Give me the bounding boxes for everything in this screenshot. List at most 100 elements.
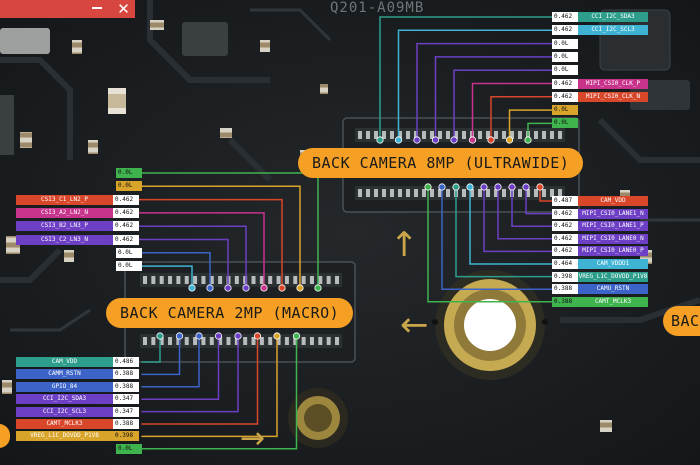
net-name: CCI_I2C_SDA3: [16, 394, 113, 405]
connector-pin: [366, 131, 370, 139]
test-point: [214, 332, 223, 340]
test-point: [524, 136, 532, 144]
connector-pin: [335, 337, 339, 345]
connector-pin: [398, 131, 402, 139]
net-name: CAMT_MCLK3: [16, 419, 113, 429]
net-voltage: 0.462: [113, 234, 139, 245]
connector-pin: [542, 189, 546, 197]
connector-pin: [201, 276, 206, 284]
connector-pin: [518, 131, 522, 139]
net-voltage: 0.0L: [116, 443, 142, 454]
connector-pin: [558, 189, 562, 197]
signal-wire: [141, 265, 193, 289]
net-label[interactable]: 0.0L: [116, 168, 142, 178]
net-label[interactable]: 0.0L: [116, 443, 142, 454]
connector-pin: [558, 131, 562, 139]
signal-wire: [483, 186, 553, 253]
net-label[interactable]: 0.0L: [116, 247, 142, 258]
signal-wire: [141, 252, 211, 289]
connector-pin: [168, 276, 173, 284]
right-arrow-icon: →: [240, 421, 266, 456]
net-name: CAM_VDD: [16, 357, 113, 367]
net-voltage: 0.486: [113, 357, 139, 367]
net-voltage: 0.462: [552, 208, 578, 219]
signal-wire: [138, 238, 229, 289]
net-voltage: 0.0L: [116, 261, 142, 272]
signal-wire: [427, 186, 553, 303]
connector-pin: [318, 337, 323, 345]
connector-pin: [446, 131, 450, 139]
test-point: [278, 284, 286, 292]
test-point: [296, 284, 304, 292]
connector-pin: [218, 276, 223, 284]
signal-wire: [508, 109, 553, 141]
connector-pin: [184, 276, 189, 284]
minimize-icon[interactable]: [92, 7, 102, 9]
net-name: MIPI_CSI0_LANE1_N: [578, 208, 648, 219]
net-name: MIPI_CSI0_CLK_N: [578, 91, 648, 102]
connector-pin: [478, 131, 482, 139]
net-voltage: 0.462: [113, 207, 139, 218]
connector-pin: [534, 189, 538, 197]
net-label[interactable]: 0.0L: [552, 65, 578, 76]
signal-wire: [141, 335, 181, 376]
connector-pin: [143, 337, 147, 345]
net-label[interactable]: 0.0L: [116, 261, 142, 272]
connector-pin: [276, 337, 281, 345]
connector-pin: [486, 189, 490, 197]
connector-pin: [176, 337, 181, 345]
connector-pin: [494, 189, 498, 197]
net-label[interactable]: 0.0L: [552, 51, 578, 62]
net-label[interactable]: 0.0L: [552, 118, 578, 129]
connector-pin: [494, 131, 498, 139]
signal-wire: [434, 56, 553, 141]
net-label[interactable]: 0.0L: [552, 38, 578, 49]
net-voltage: 0.462: [552, 233, 578, 244]
net-voltage: 0.388: [113, 419, 139, 429]
net-label[interactable]: 0.0L: [552, 105, 578, 116]
net-label[interactable]: 0.0L: [116, 181, 142, 192]
net-name: MIPI_CSI0_LANE0_P: [578, 246, 648, 257]
connector-pin: [406, 131, 410, 139]
connector-pin: [422, 189, 426, 197]
net-voltage: 0.347: [113, 406, 139, 417]
net-name: CAMU_RSTN: [578, 284, 648, 295]
net-voltage: 0.0L: [552, 38, 578, 49]
net-voltage: 0.0L: [116, 181, 142, 192]
connector-pin: [542, 131, 546, 139]
connector-pin: [382, 189, 386, 197]
net-name: VREG_L1C_DOVDD_P1V8: [578, 271, 648, 282]
net-name: MIPI_CSI0_CLK_P: [578, 78, 648, 89]
title-right-partial: BAC: [663, 306, 700, 336]
connector-pin: [502, 131, 506, 139]
close-icon[interactable]: ✕: [117, 0, 130, 18]
connector-pin: [234, 276, 239, 284]
test-point: [466, 183, 474, 191]
net-voltage: 0.388: [113, 381, 139, 392]
signal-wire: [141, 335, 220, 400]
